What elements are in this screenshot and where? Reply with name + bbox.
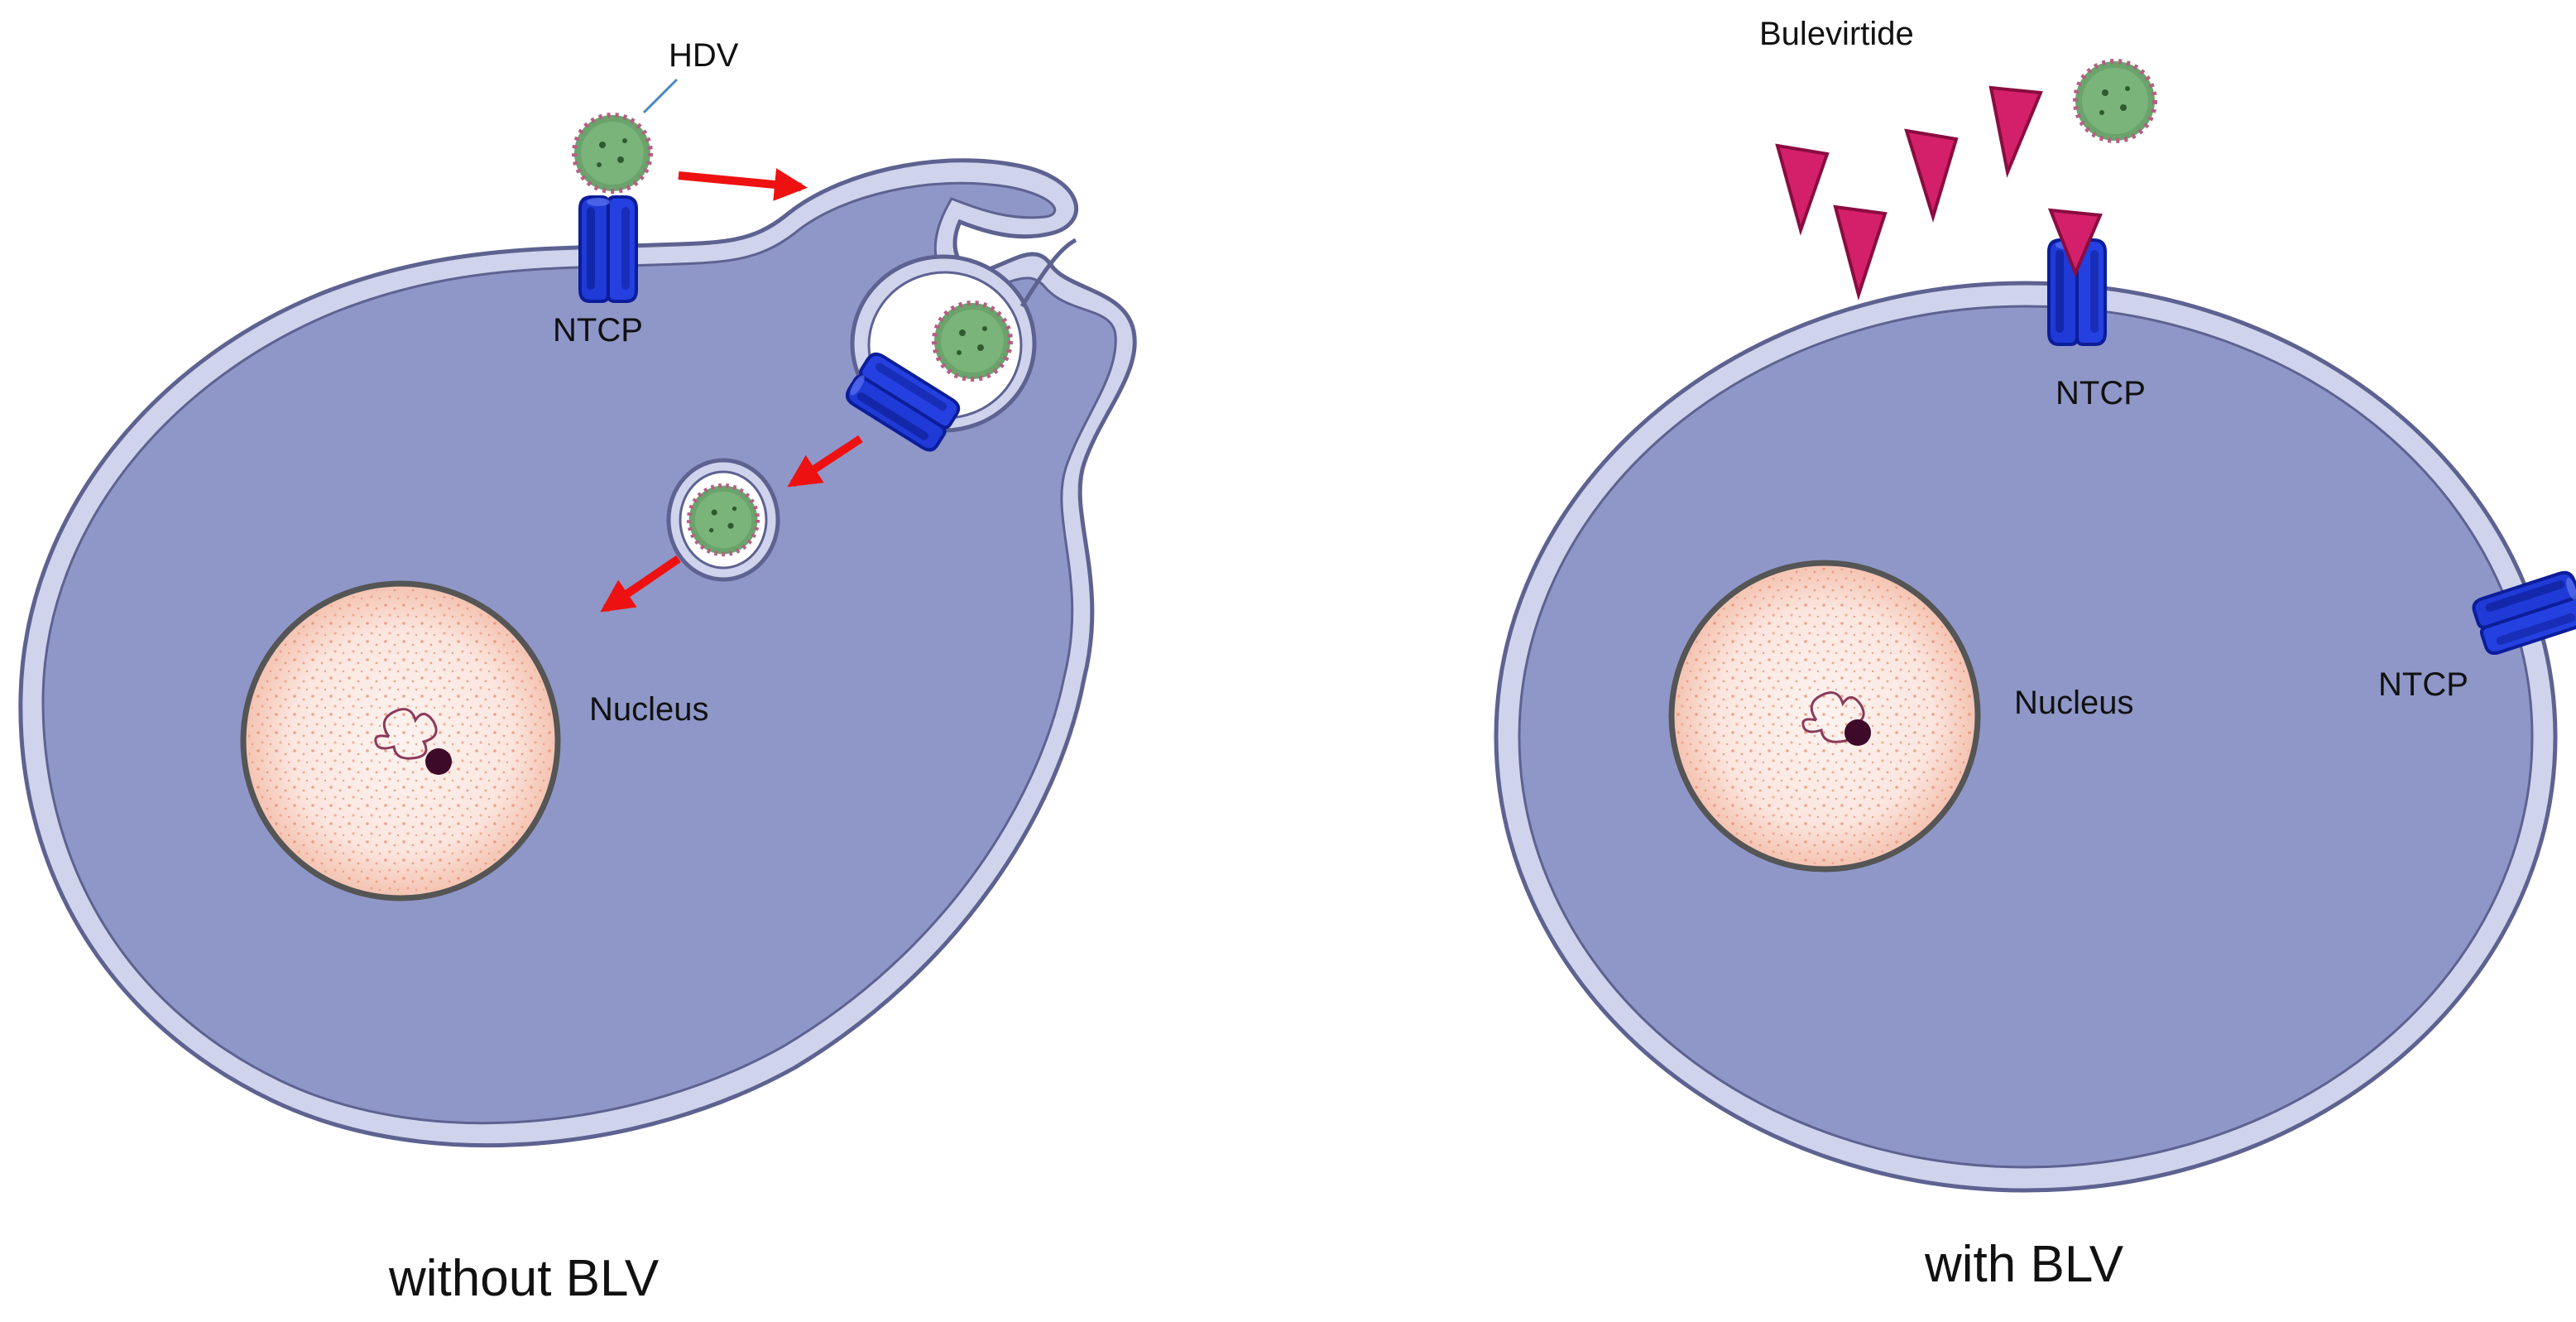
hdv-virion-icon	[2073, 59, 2157, 143]
nucleus-label: Nucleus	[2014, 685, 2134, 721]
entry-arrow	[678, 168, 808, 201]
nucleus-label: Nucleus	[589, 691, 709, 728]
right-cell-cytoplasm	[1518, 305, 2534, 1169]
bulevirtide-triangle-icon	[1775, 143, 1830, 236]
ntcp-top-label: NTCP	[2056, 375, 2146, 411]
hdv-virion-icon	[932, 300, 1013, 382]
bulevirtide-triangle-icon	[1988, 85, 2043, 178]
right-panel: Bulevirtide NTCP NTCP Nucleus with BLV	[1494, 16, 2576, 1293]
bulevirtide-triangle-icon	[2047, 208, 2103, 278]
left-cell-cytoplasm	[41, 181, 1117, 1125]
ntcp-label: NTCP	[553, 312, 643, 349]
right-nucleus	[1668, 560, 1981, 873]
ntcp-transporter-icon	[578, 195, 638, 303]
ntcp-side-label: NTCP	[2378, 666, 2468, 703]
left-nucleus	[240, 580, 561, 901]
bulevirtide-label: Bulevirtide	[1759, 16, 1914, 52]
endocytosis-arrow	[787, 435, 863, 488]
right-caption: with BLV	[1924, 1236, 2124, 1293]
nuclear-import-arrow	[600, 555, 681, 613]
hdv-virion-icon	[572, 113, 653, 194]
bulevirtide-triangle-icon	[1904, 128, 1959, 223]
bulevirtide-triangle-icon	[1833, 204, 1888, 301]
hdv-label: HDV	[669, 37, 739, 74]
left-panel: HDV NTCP Nucleus without BLV	[18, 37, 1137, 1307]
left-caption: without BLV	[388, 1250, 660, 1307]
hdv-leader-line	[642, 78, 679, 114]
hdv-virion-icon	[686, 483, 760, 557]
